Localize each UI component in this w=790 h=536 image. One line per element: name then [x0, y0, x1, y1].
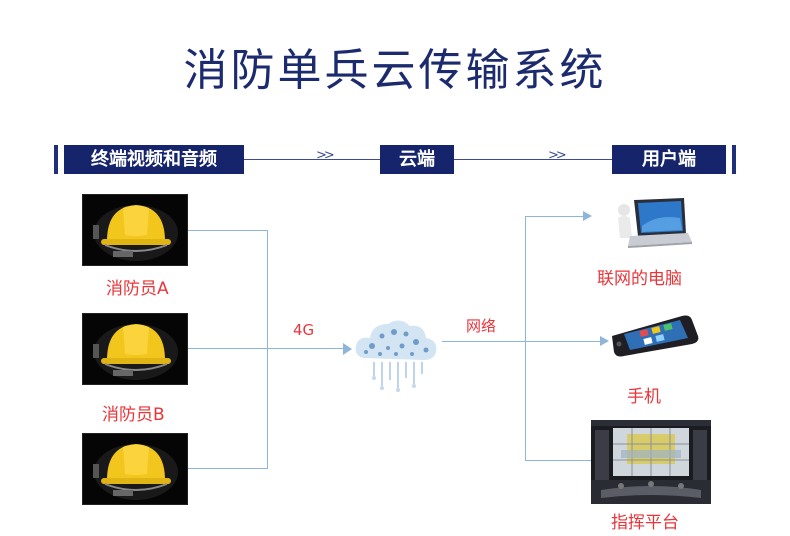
stage-cloud-label: 云端	[380, 145, 454, 174]
flow-arrow-1-icon: >>	[316, 148, 335, 163]
flow-line-1	[244, 159, 380, 160]
cloud-icon	[355, 320, 437, 392]
helmet-icon	[93, 324, 178, 380]
arrow-to-laptop-icon	[583, 211, 592, 221]
helmet-icon	[93, 444, 178, 500]
helmet-image-2	[82, 313, 188, 385]
device-command-label: 指挥平台	[611, 513, 679, 533]
arrow-to-phone-icon	[600, 336, 609, 346]
connector-helmet-2	[188, 348, 268, 349]
connector-vertical-left	[267, 230, 268, 469]
downlink-label: 网络	[466, 317, 497, 335]
stage-user-label: 用户端	[612, 145, 726, 174]
connector-helmet-1	[188, 230, 268, 231]
arrow-to-cloud-icon	[343, 343, 352, 355]
smartphone-icon	[612, 315, 699, 357]
flow-line-2	[454, 159, 612, 160]
stage-bar-left-mark	[54, 145, 58, 174]
connector-to-cloud	[267, 348, 349, 349]
stage-bar-right-mark	[732, 145, 736, 174]
helmet-image-3	[82, 433, 188, 505]
connector-to-phone	[525, 341, 601, 342]
firefighter-b-label: 消防员B	[102, 405, 165, 425]
device-phone-label: 手机	[627, 387, 661, 407]
connector-helmet-3	[188, 468, 268, 469]
firefighter-a-label: 消防员A	[106, 279, 169, 299]
laptop-icon	[618, 198, 692, 248]
laptop-image	[612, 196, 692, 254]
connector-from-cloud	[442, 341, 526, 342]
connector-vertical-right	[525, 216, 526, 460]
command-center-image	[591, 420, 711, 504]
connector-to-laptop	[525, 216, 583, 217]
helmet-icon	[93, 205, 178, 261]
helmet-image-1	[82, 194, 188, 266]
flow-arrow-2-icon: >>	[548, 148, 567, 163]
page-title: 消防单兵云传输系统	[183, 45, 607, 96]
uplink-label: 4G	[293, 321, 315, 339]
command-center-icon	[591, 420, 711, 504]
device-laptop-label: 联网的电脑	[597, 269, 682, 289]
connector-to-command	[525, 460, 591, 461]
cloud-graphic	[350, 312, 442, 392]
stage-terminal-label: 终端视频和音频	[64, 145, 244, 174]
phone-image	[610, 314, 700, 358]
